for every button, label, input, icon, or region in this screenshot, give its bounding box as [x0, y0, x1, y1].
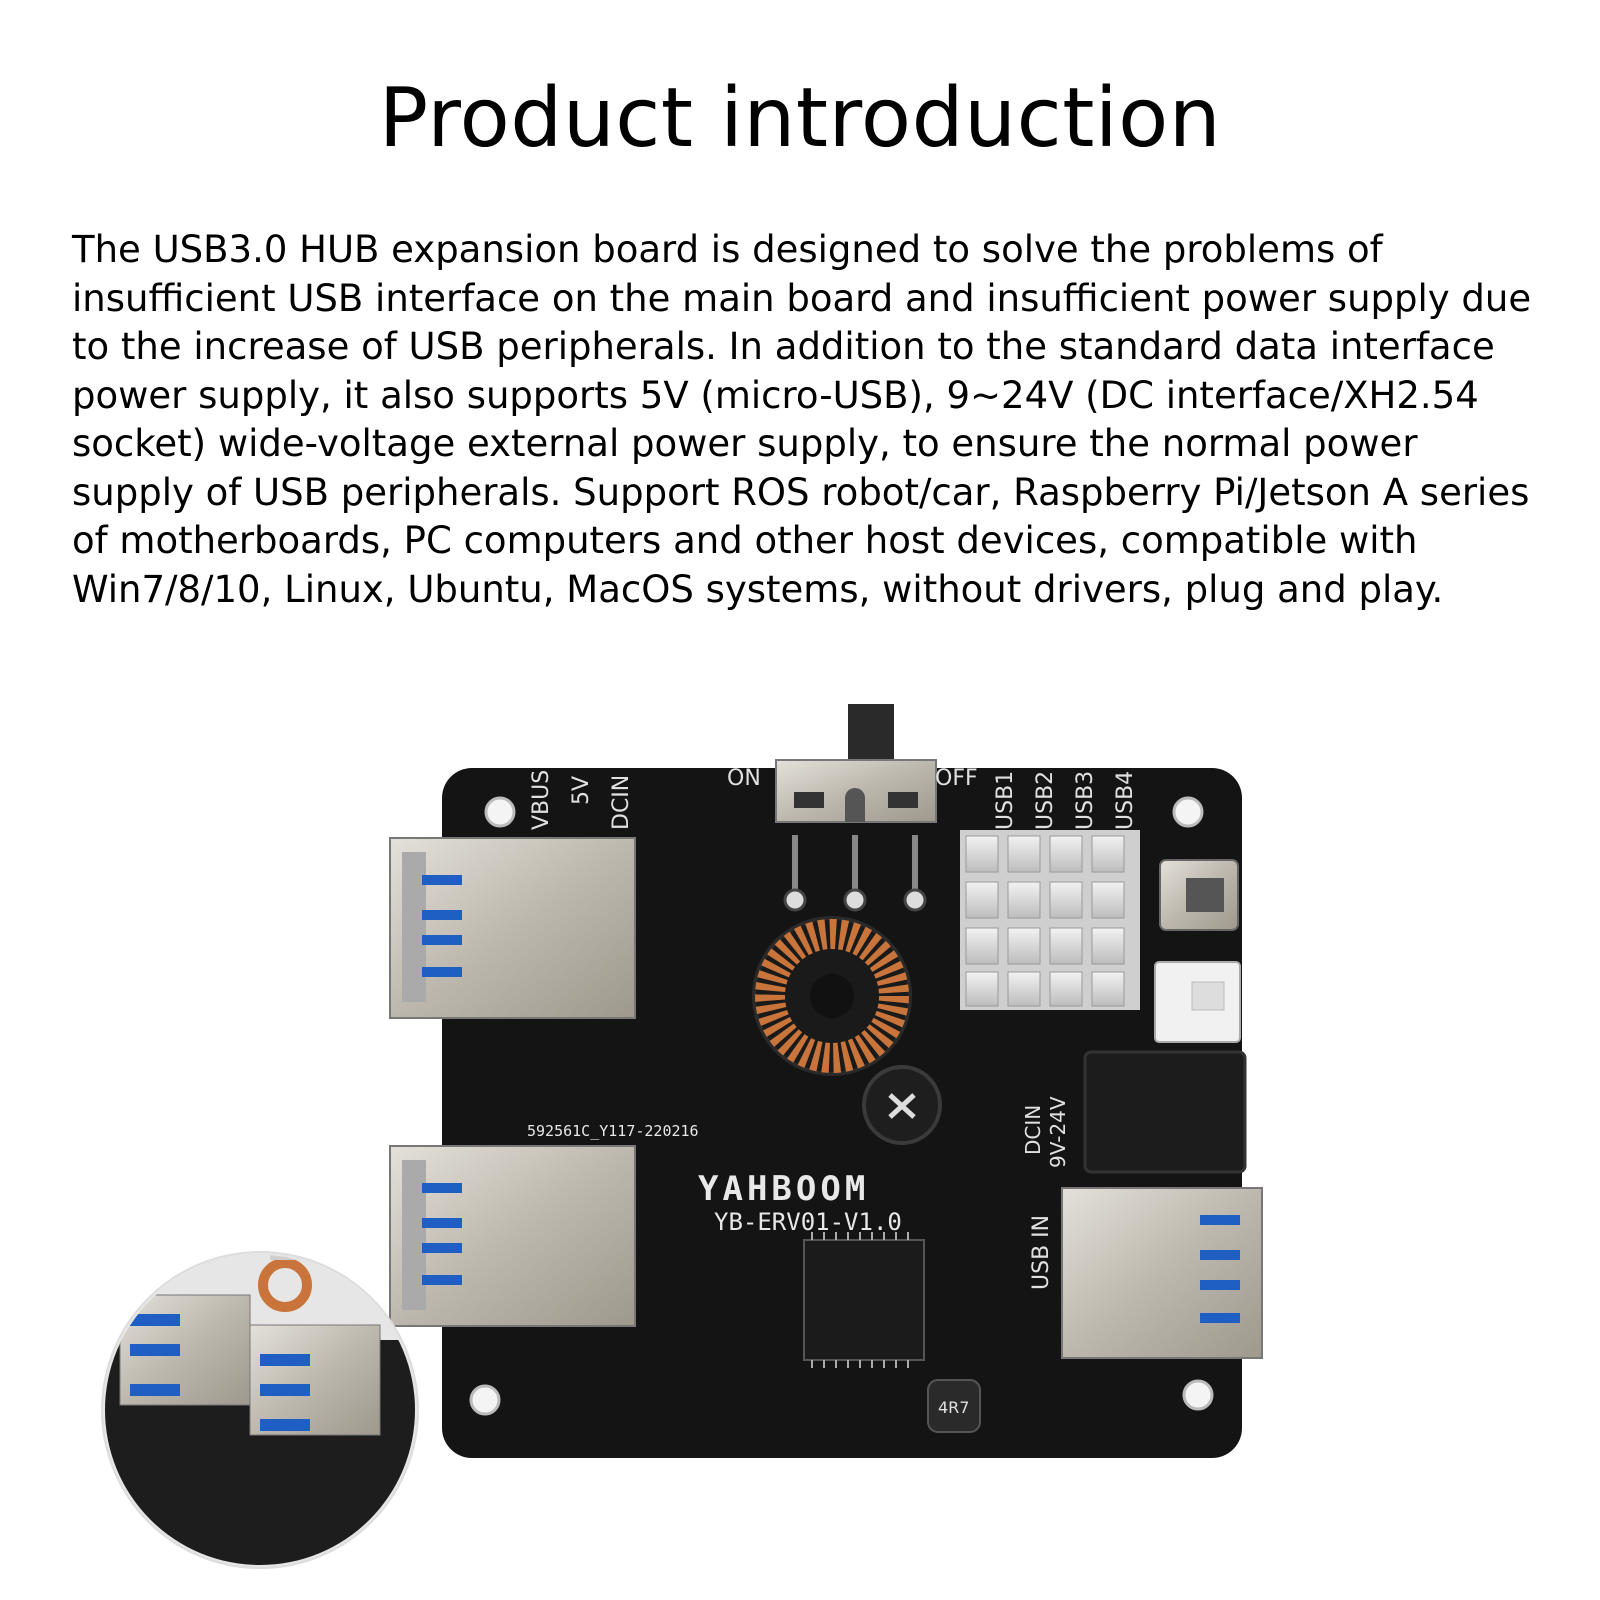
usb4-label: USB4 — [1113, 771, 1138, 830]
brand-silkscreen: YAHBOOM — [698, 1169, 869, 1209]
model-silkscreen: YB-ERV01-V1.0 — [714, 1208, 902, 1236]
dcin-label: DCIN — [609, 775, 634, 830]
board-photo: ON OFF VBUS 5V DCIN USB1 USB2 USB3 USB4 … — [101, 704, 1263, 1569]
dcin-range-label-2: 9V-24V — [1046, 1096, 1070, 1168]
power-switch — [775, 704, 937, 912]
switch-off-label: OFF — [935, 766, 978, 791]
mounting-holes — [469, 796, 1214, 1416]
usb-in-port — [1061, 1187, 1263, 1359]
usb1-label: USB1 — [993, 771, 1018, 830]
usb-in-label: USB IN — [1029, 1215, 1054, 1290]
hub-chip — [803, 1232, 925, 1368]
usb-port-stack-top — [389, 837, 636, 1019]
product-description: The USB3.0 HUB expansion board is design… — [72, 228, 1532, 611]
inset-photo — [101, 1251, 419, 1569]
switch-on-label: ON — [727, 766, 761, 791]
toroid-inductor — [752, 916, 912, 1076]
usb-port-stack-bottom — [389, 1145, 636, 1327]
dc-jack — [1083, 1050, 1247, 1174]
electrolytic-capacitor — [862, 1065, 942, 1145]
5v-label: 5V — [569, 776, 594, 805]
page-title: Product introduction — [378, 71, 1222, 166]
usb3-label: USB3 — [1073, 771, 1098, 830]
serial-silkscreen: 592561C_Y117-220216 — [527, 1122, 699, 1140]
heatsink — [960, 830, 1140, 1010]
smd-inductor: 4R7 — [927, 1379, 981, 1433]
dcin-range-label-1: DCIN — [1021, 1105, 1045, 1155]
inductor-mark: 4R7 — [938, 1398, 969, 1417]
vbus-label: VBUS — [529, 770, 554, 830]
usb2-label: USB2 — [1033, 771, 1058, 830]
